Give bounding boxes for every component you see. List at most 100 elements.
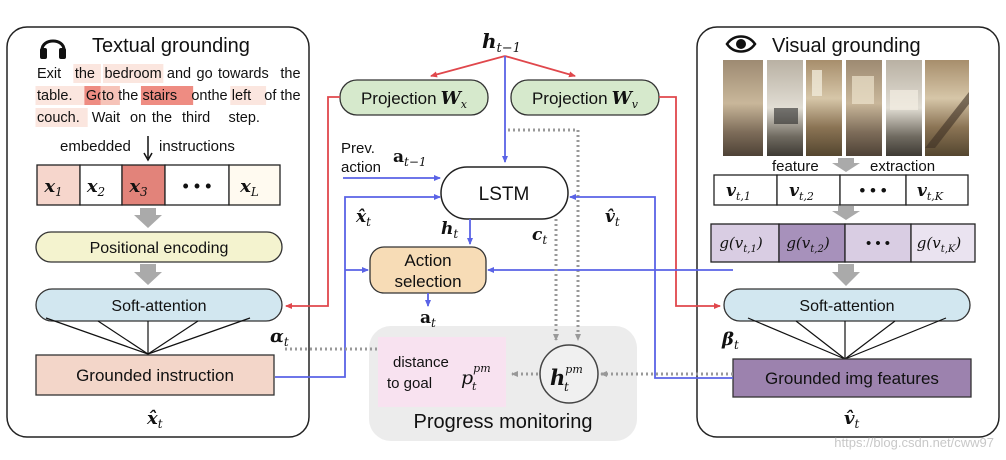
view-3 [806,60,842,156]
distance-label-1: distance [393,354,449,371]
at-symbol: at [420,308,436,330]
projected-visual-features: g(vt,1) g(vt,2) • • • g(vt,K) [710,223,976,263]
arrow-h-to-proj-v [504,55,576,78]
prev-action-label-2: action [341,159,381,176]
instruction-word: to [102,88,114,104]
word-highlight [140,86,194,105]
instruction-word: Wait [92,110,120,126]
token-label: xL [239,176,259,199]
lstm-label: LSTM [479,184,530,205]
instruction-word: and [167,66,191,82]
distance-to-goal-box [378,337,506,407]
word-highlight [35,86,88,105]
arrow-pos-to-attn [134,264,162,285]
token-label: x3 [128,176,148,199]
word-highlight [35,108,88,127]
instruction-word: on [191,88,207,104]
grounded-instruction-label: Grounded instruction [76,366,234,385]
instruction-word: the [280,88,300,104]
positional-encoding-label: Positional encoding [90,240,229,257]
v-hat-bottom: v̂t [844,408,859,431]
h-pm-node [539,344,599,404]
ct-symbol: ct [532,225,547,247]
instruction-word: towards [218,66,269,82]
feature-box [905,174,969,206]
token-box [121,164,166,206]
textual-soft-attention-box [35,288,283,322]
lstm-box [440,166,569,220]
feature-label: • • • [859,181,886,200]
projected-feature-box [778,223,846,263]
instruction-word: the [75,66,95,82]
projected-feature-label: g(vt,K) [917,234,962,255]
arrow-g-to-attn [832,264,860,286]
visual-soft-attention-box [723,288,971,322]
instructions-label: instructions [159,138,235,155]
hpm-symbol: hpm [550,363,583,390]
instruction-word: the [118,88,138,104]
alpha-symbol: αt [270,326,289,349]
embedded-label: embedded [60,138,131,155]
projected-feature-box [910,223,976,263]
token-label: x2 [86,176,105,199]
instruction-word: the [280,66,300,82]
instruction-word: Go [86,88,105,104]
ht-symbol: ht [441,219,458,241]
arrow-vhat-to-lstm [569,194,733,379]
vhat-center-symbol: v̂t [605,207,620,229]
arrow-features-to-g [832,206,860,220]
beta-symbol: βt [721,329,739,352]
token-label: x1 [43,176,62,199]
view-4 [846,60,882,156]
word-highlight [100,86,120,105]
x-hat-bottom: x̂t [146,408,163,431]
prev-action-label-1: Prev. [341,140,375,157]
hpm-sub: t [564,380,569,394]
action-selection-label-2: selection [394,272,461,291]
instruction-word: the [207,88,227,104]
extraction-label: extraction [870,158,935,175]
arrow-proj-v-to-attn [659,96,721,309]
word-highlight [230,86,267,105]
xhat-center-symbol: x̂t [355,207,371,229]
projected-feature-label: • • • [866,235,890,252]
visual-attention-fan [747,317,947,360]
instruction-word: the [152,110,172,126]
arrow-images-to-features [832,158,860,172]
instruction-word: Exit [37,66,61,82]
instruction-word: left [232,88,251,104]
token-label: • • • [183,176,212,196]
headphones-icon [40,39,66,59]
instruction-word: go [197,66,213,82]
instruction-word: of [264,88,277,104]
feature-box [839,174,907,206]
panorama-views [723,60,969,156]
a-prev-symbol: at−1 [393,147,427,169]
instruction-word: table. [37,88,72,104]
action-selection-label-1: Action [404,251,451,270]
arrow-h-to-proj-x [430,55,506,78]
instruction-word: stairs [142,88,177,104]
token-box [228,164,281,206]
positional-encoding-box [35,231,283,263]
instruction-word: third [182,110,210,126]
eye-icon [725,35,757,53]
grounded-instruction-box [35,354,275,396]
feature-box [776,174,841,206]
projected-feature-label: g(vt,2) [786,234,830,255]
textual-soft-attention-label: Soft-attention [111,298,206,315]
feature-label: vt,K [917,181,944,203]
instruction-word: bedroom [104,66,161,82]
h-prev-symbol: ht−1 [482,29,521,56]
feature-label: feature [772,158,819,175]
projected-feature-box [844,223,912,263]
projected-feature-label: g(vt,1) [719,234,763,255]
view-1 [723,60,763,156]
embedded-tokens: x1 x2 x3 • • • xL [36,164,281,206]
feature-label: vt,2 [789,181,814,203]
word-highlight [84,86,104,105]
word-highlight [73,64,101,83]
